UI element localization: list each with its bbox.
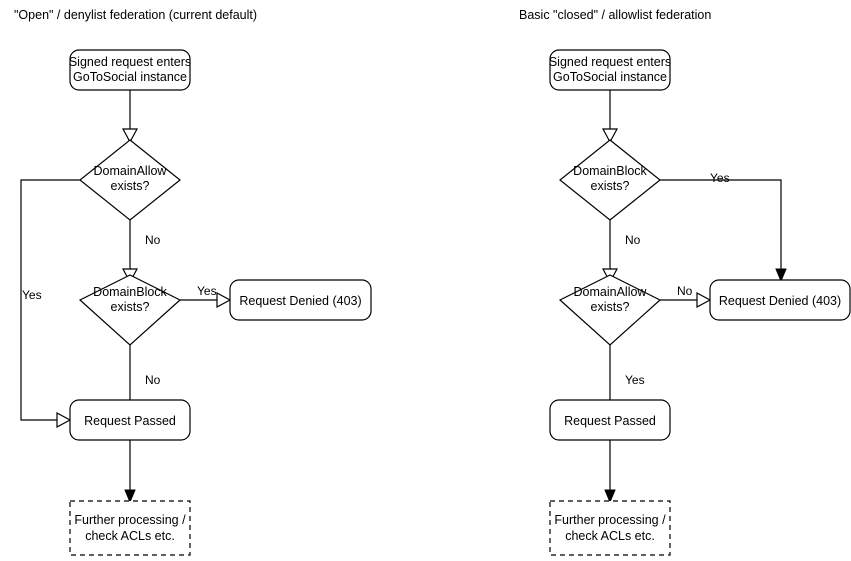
- right-edge-label-domainblock-yes: Yes: [710, 171, 730, 185]
- left-decision-domainallow-label-line1: DomainAllow: [94, 164, 168, 178]
- left-further-processing-label-line2: check ACLs etc.: [85, 529, 175, 543]
- right-further-processing-label-line2: check ACLs etc.: [565, 529, 655, 543]
- left-edge-label-domainblock-yes: Yes: [197, 284, 217, 298]
- right-further-processing-label-line1: Further processing /: [554, 513, 666, 527]
- left-edge-domainallow-yes: [20, 179, 80, 421]
- right-arrowhead-passed-to-further: [604, 489, 616, 504]
- left-entry-label-line2: GoToSocial instance: [73, 70, 187, 84]
- right-edge-label-domainallow-yes: Yes: [625, 373, 645, 387]
- right-entry-label-line2: GoToSocial instance: [553, 70, 667, 84]
- left-decision-domainallow-label-line2: exists?: [111, 179, 150, 193]
- right-decision-domainblock-label-line1: DomainBlock: [573, 164, 647, 178]
- left-further-processing-label-line1: Further processing /: [74, 513, 186, 527]
- right-arrowhead-entry-to-domainblock: [601, 128, 619, 144]
- left-edge-label-domainblock-no: No: [145, 373, 161, 387]
- right-request-passed-label: Request Passed: [564, 414, 656, 428]
- right-edge-label-domainallow-no: No: [677, 284, 693, 298]
- right-edge-domainblock-yes: [660, 179, 782, 272]
- right-arrowhead-domainallow-no: [696, 291, 712, 309]
- left-arrowhead-entry-to-domainallow: [121, 128, 139, 144]
- left-edge-label-domainallow-no: No: [145, 233, 161, 247]
- right-further-processing-node: [549, 500, 671, 556]
- left-arrowhead-domainblock-yes: [216, 291, 232, 309]
- left-arrowhead-domainallow-yes: [56, 411, 72, 429]
- right-column-title: Basic "closed" / allowlist federation: [519, 8, 711, 22]
- right-decision-domainallow-label-line1: DomainAllow: [574, 285, 648, 299]
- left-entry-label-line1: Signed request enters: [69, 55, 191, 69]
- right-edge-label-domainblock-no: No: [625, 233, 641, 247]
- right-request-denied-label: Request Denied (403): [719, 294, 841, 308]
- right-request-denied-node: [709, 279, 851, 321]
- left-arrowhead-passed-to-further: [124, 489, 136, 504]
- left-edge-label-domainallow-yes: Yes: [22, 288, 42, 302]
- right-entry-label-line1: Signed request enters: [549, 55, 671, 69]
- left-decision-domainblock-label-line1: DomainBlock: [93, 285, 167, 299]
- right-arrowhead-domainblock-yes: [775, 268, 787, 283]
- left-request-passed-label: Request Passed: [84, 414, 176, 428]
- left-column-title: "Open" / denylist federation (current de…: [14, 8, 257, 22]
- left-request-denied-label: Request Denied (403): [239, 294, 361, 308]
- left-further-processing-node: [69, 500, 191, 556]
- left-request-denied-node: [229, 279, 372, 321]
- right-decision-domainblock-label-line2: exists?: [591, 179, 630, 193]
- left-decision-domainblock-label-line2: exists?: [111, 300, 150, 314]
- right-decision-domainallow-label-line2: exists?: [591, 300, 630, 314]
